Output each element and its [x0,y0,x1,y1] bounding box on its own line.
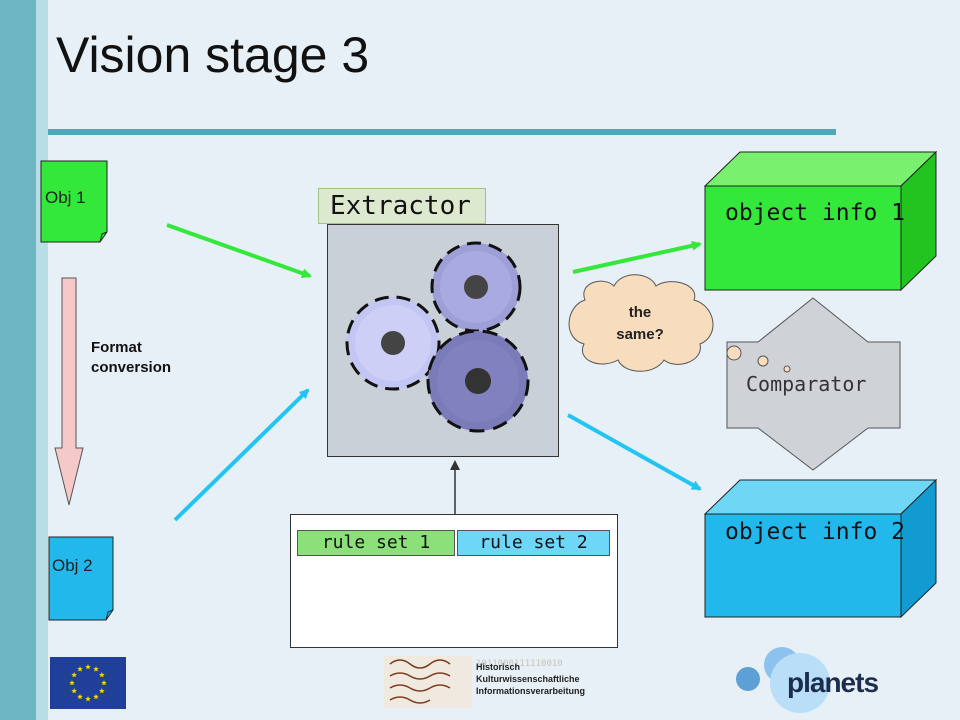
historisch-logo-line1: Historisch [476,662,521,672]
obj1-label: Obj 1 [45,188,86,207]
format-conversion-arrow [54,277,84,506]
thought-bubble-line1: the [628,304,652,321]
historisch-logo-line2: Kulturwissenschaftliche [476,674,580,684]
planets-logo-icon [736,647,830,713]
thought-bubble-line2: same? [616,326,664,343]
eu-star-icon [93,693,99,700]
slide-title: Vision stage 3 [56,27,370,83]
extractor-gear-box [327,224,559,457]
object-info-2-label: object info 2 [725,519,906,545]
eu-flag-icon [50,657,126,709]
title-underline [48,129,836,135]
eu-star-icon [85,696,91,702]
comparator-double-arrow [726,297,901,471]
extractor-label: Extractor [330,191,471,221]
planets-logo-text: planets [787,667,879,698]
thought-cloud [568,274,791,373]
object-info-1-box [703,150,938,292]
obj2-document-icon [48,536,114,621]
eu-star-icon [99,672,105,678]
format-conversion-label: Format conversion [91,338,171,378]
rule-set-2: rule set 2 [457,530,610,556]
obj2-label: Obj 2 [52,556,93,575]
eu-star-icon [85,664,91,670]
eu-star-icon [93,666,99,672]
object-info-1-label: object info 1 [725,200,906,226]
object-info-2-box [703,478,938,619]
eu-star-icon [77,666,83,672]
eu-star-icon [71,688,77,694]
extractor-label-box [318,188,486,224]
obj1-to-extractor-arrow [166,223,312,279]
gears-icon [345,241,530,433]
sidebar-bar [0,0,36,720]
format-conversion-line2: conversion [91,359,172,376]
svg-text:1011000111110010: 1011000111110010 [476,659,563,669]
format-conversion-line1: Format [91,339,142,356]
eu-star-icon [99,688,105,694]
eu-star-icon [101,680,107,686]
comparator-label: Comparator [746,372,867,396]
eu-star-icon [69,680,75,686]
eu-star-icon [77,693,83,700]
extractor-to-info1-arrow [572,240,702,274]
historisch-logo-line3: Informationsverarbeitung [476,686,586,696]
obj1-document-icon [40,160,108,243]
thought-bubble-text: the same? [604,302,676,346]
extractor-to-info2-arrow [567,413,702,491]
historisch-logo-icon: 1011000111110010 [384,656,563,708]
eu-star-icon [71,672,77,678]
obj2-to-extractor-arrow [173,388,310,522]
rule-set-1: rule set 1 [297,530,455,556]
